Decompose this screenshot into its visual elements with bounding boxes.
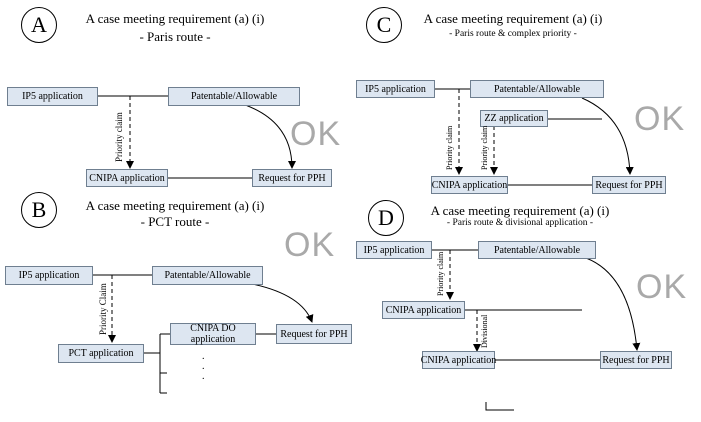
b-cnipa-do-application-box: CNIPA DO application (170, 323, 256, 345)
panel-b-title: A case meeting requirement (a) (i) (85, 198, 265, 213)
d-priority-claim-label: Priority claim (436, 251, 445, 296)
b-dot-1: . (202, 351, 205, 362)
panel-c-subtitle: - Paris route & complex priority - (449, 29, 577, 39)
a-patentable-box: Patentable/Allowable (168, 87, 300, 106)
c-patentable-box: Patentable/Allowable (470, 80, 604, 98)
d-divisional-label: Divisional (480, 314, 489, 348)
a-request-pph-box: Request for PPH (252, 169, 332, 187)
b-ip5-application-box: IP5 application (5, 266, 93, 285)
b-dot-2: . (202, 361, 205, 372)
a-cnipa-application-box: CNIPA application (86, 169, 168, 187)
d-cnipa-divisional-application-box: CNIPA application (421, 351, 496, 369)
b-request-pph-box: Request for PPH (276, 324, 352, 344)
b-pct-application-box: PCT application (58, 344, 144, 363)
c-cnipa-application-box: CNIPA application (431, 176, 508, 194)
b-priority-claim-label: Priority Claim (98, 283, 108, 335)
d-cnipa-parent-application-box: CNIPA application (382, 301, 465, 319)
a-ok-status: OK (290, 115, 342, 153)
panel-b-subtitle: - PCT route - (140, 214, 210, 229)
panel-c-title: A case meeting requirement (a) (i) (423, 11, 603, 26)
c-request-pph-box: Request for PPH (592, 176, 666, 194)
panel-d-title: A case meeting requirement (a) (i) (430, 203, 610, 218)
panel-a-subtitle: - Paris route - (139, 29, 211, 44)
a-patentable-to-pph-arrow (235, 101, 296, 169)
b-patentable-box: Patentable/Allowable (152, 266, 263, 285)
b-ok-status: OK (284, 226, 336, 264)
b-ellipsis: . . . (202, 352, 205, 382)
panel-c-badge: C (366, 7, 402, 43)
b-dot-3: . (202, 371, 205, 382)
b-patentable-to-pph-arrow (234, 280, 314, 323)
c-priority-claim-label-1: Priority claim (445, 125, 454, 170)
c-zz-application-box: ZZ application (480, 110, 548, 127)
corner-mark (485, 402, 514, 411)
c-patentable-to-pph-arrow (581, 97, 634, 175)
a-priority-claim-label: Priority claim (114, 112, 124, 162)
c-ok-status: OK (634, 100, 686, 138)
d-ip5-application-box: IP5 application (356, 241, 432, 259)
panel-a-badge: A (21, 7, 57, 43)
d-ok-status: OK (636, 268, 688, 306)
b-cnipa-do-line-1: CNIPA DO (190, 323, 236, 334)
panel-b-badge: B (21, 192, 57, 228)
d-patentable-to-pph-arrow (585, 257, 641, 351)
panel-d-badge: D (368, 200, 404, 236)
d-patentable-box: Patentable/Allowable (478, 241, 596, 259)
b-cnipa-do-line-2: application (190, 334, 236, 345)
c-ip5-application-box: IP5 application (356, 80, 435, 98)
panel-d-subtitle: - Paris route & divisional application - (446, 218, 594, 228)
panel-a-title: A case meeting requirement (a) (i) (85, 11, 265, 26)
a-ip5-application-box: IP5 application (7, 87, 98, 106)
c-priority-claim-label-2: Priority claim (480, 125, 489, 170)
d-request-pph-box: Request for PPH (600, 351, 672, 369)
